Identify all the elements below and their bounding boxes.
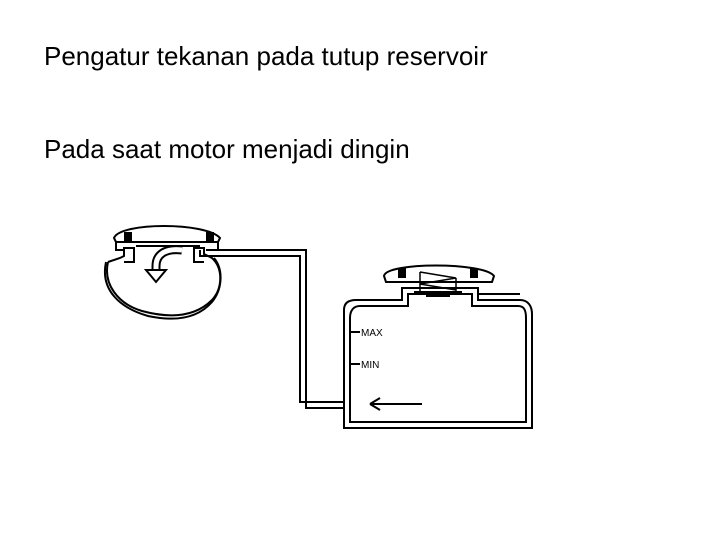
reservoir-cap-seal-right [470,268,478,278]
cap-seal-right [206,232,214,242]
reservoir-tank [343,287,533,429]
level-min-mark: MIN [350,360,379,371]
reservoir-cap-seal-left [398,268,406,278]
cap-seal-left [124,232,132,242]
vacuum-flow-arrow-icon [143,245,183,284]
overflow-hose [199,249,344,409]
level-max-mark: MAX [350,328,383,339]
radiator-neck [103,247,222,320]
level-max-label: MAX [361,328,383,339]
slide-subtitle: Pada saat motor menjadi dingin [44,134,410,164]
pressure-spring-icon [419,271,457,294]
reservoir-cap [382,264,496,297]
vent-pipe [478,293,520,301]
slide-title: Pengatur tekanan pada tutup reservoir [44,41,488,71]
return-flow-arrow-icon [369,397,422,411]
level-min-label: MIN [361,360,379,371]
